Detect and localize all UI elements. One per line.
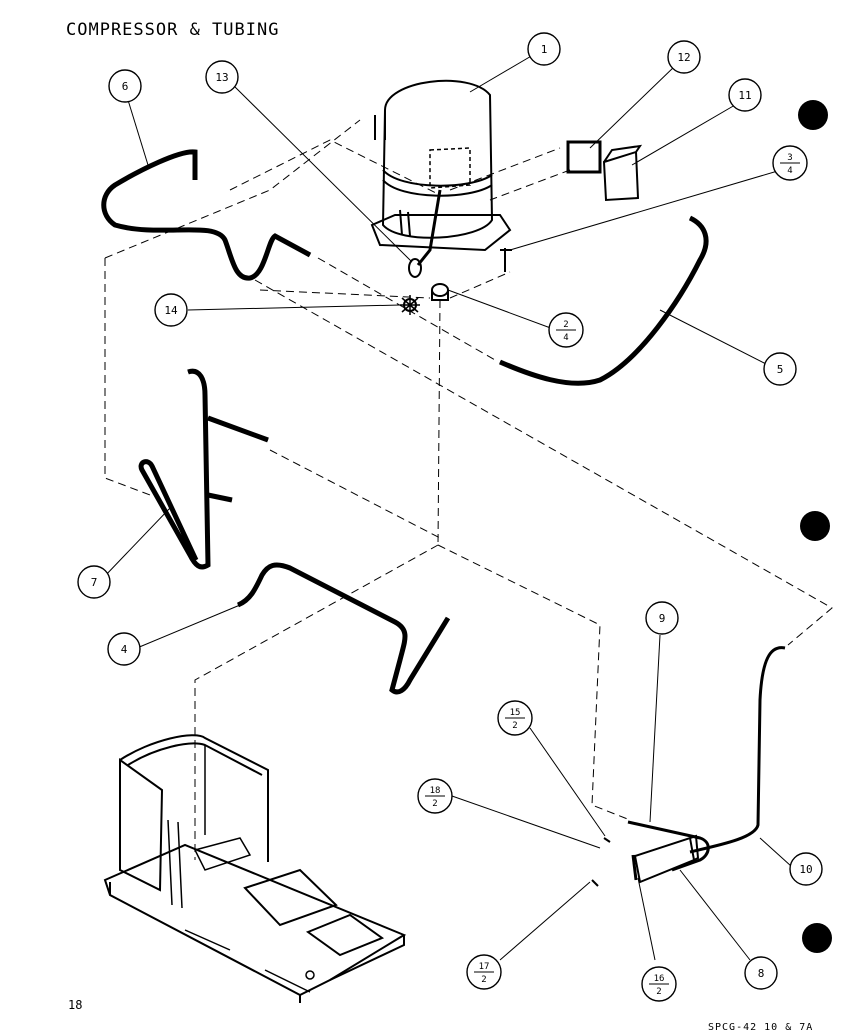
callout-4: 4 [107,632,141,666]
callout-number: 12 [677,51,690,64]
callout-circle [77,565,111,599]
assembly-guide-lines [104,119,833,860]
callout-numerator: 3 [787,153,792,163]
binder-hole-middle [800,511,830,541]
callout-circle [107,632,141,666]
footer-code: SPCG-42 10 & 7A [708,1022,814,1033]
clip-part-2 [431,283,449,301]
callout-circle [667,40,701,74]
overload-cover-part-11 [602,144,643,202]
compressor [370,79,512,278]
page-number: 18 [68,998,83,1012]
callout-5: 5 [763,352,797,386]
callout-8: 8 [744,956,778,990]
callout-2-4: 24 [548,312,584,348]
binder-hole-bottom [802,923,832,953]
callout-1: 1 [527,32,561,66]
callout-circle [205,60,239,94]
callout-denominator: 2 [656,987,661,997]
callout-denominator: 2 [481,975,486,985]
callout-circle [789,852,823,886]
callout-circle [154,293,188,327]
callout-number: 9 [659,612,666,625]
callout-7: 7 [77,565,111,599]
callout-3-4: 34 [772,145,808,181]
callout-6: 6 [108,69,142,103]
callout-number: 1 [541,43,548,56]
callout-denominator: 4 [787,166,792,176]
relay-part-12 [566,140,602,174]
callout-number: 10 [799,863,812,876]
tube-part-4 [236,562,451,695]
callout-number: 14 [164,304,178,317]
base-pan-assembly [103,734,407,1003]
callout-number: 7 [91,576,98,589]
callout-number: 6 [122,80,129,93]
callout-number: 11 [738,89,751,102]
callout-number: 5 [777,363,784,376]
tube-part-5 [499,215,709,386]
callout-13: 13 [205,60,239,94]
callout-10: 10 [789,852,823,886]
callout-numerator: 17 [479,962,490,972]
page-title: COMPRESSOR & TUBING [66,20,280,40]
callout-numerator: 2 [563,320,568,330]
callout-circle [763,352,797,386]
leader-lines [102,54,792,961]
filter-drier-part-8 [631,834,700,884]
fittings [591,837,611,887]
callout-9: 9 [645,601,679,635]
grommet-part-14 [400,295,420,315]
callout-17-2: 172 [466,954,502,990]
tube-part-6 [101,149,312,281]
callout-14: 14 [154,293,188,327]
callout-denominator: 2 [512,721,517,731]
tube-part-10 [689,646,786,854]
callout-numerator: 18 [430,786,441,796]
callout-denominator: 2 [432,799,437,809]
callout-numerator: 15 [510,708,521,718]
callout-16-2: 162 [641,966,677,1002]
callout-18-2: 182 [417,778,453,814]
callout-circle [744,956,778,990]
callout-number: 8 [758,967,765,980]
screw-part-3 [500,248,512,272]
callout-12: 12 [667,40,701,74]
callout-numerator: 16 [654,974,665,984]
tube-part-7 [138,368,269,570]
callout-denominator: 4 [563,333,568,343]
callout-15-2: 152 [497,700,533,736]
callout-number: 13 [215,71,228,84]
callout-11: 11 [728,78,762,112]
callout-circle [108,69,142,103]
binder-hole-top [798,100,828,130]
callout-circle [527,32,561,66]
callout-number: 4 [121,643,128,656]
callout-circle [645,601,679,635]
callout-circle [728,78,762,112]
